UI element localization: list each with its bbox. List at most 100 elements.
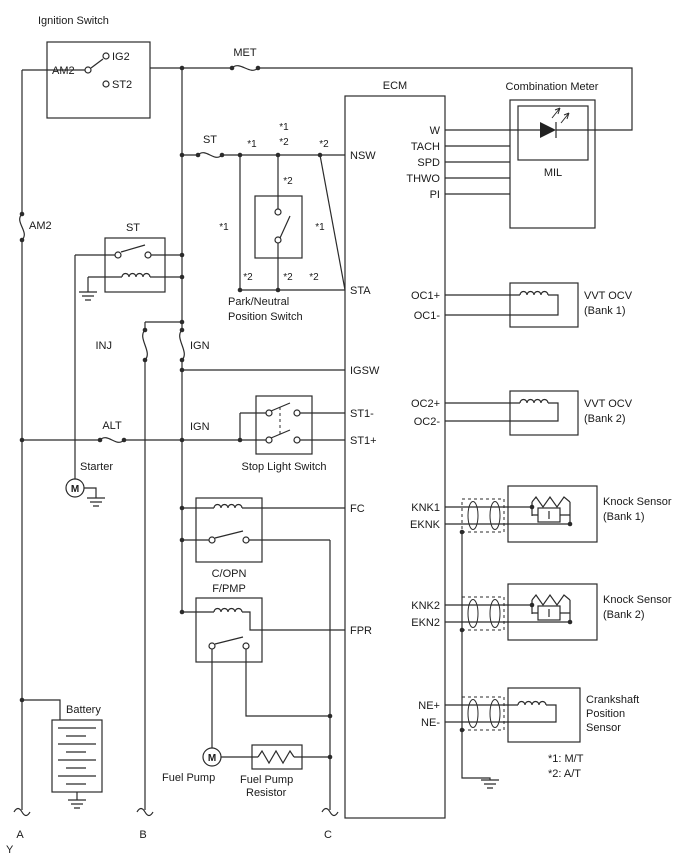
connector-a: A — [16, 829, 24, 841]
pin-st1-minus: ST1- — [350, 408, 374, 420]
pin-spd: SPD — [417, 157, 440, 169]
fuel-pump-label: Fuel Pump — [162, 772, 215, 784]
note-at: *2: A/T — [548, 768, 581, 780]
wire-copn-relay — [182, 507, 345, 541]
annot-star2: *2 — [309, 272, 319, 283]
terminal-ig2-label: IG2 — [112, 51, 130, 63]
ckp-label-3: Sensor — [586, 722, 621, 734]
labels: Ignition Switch AM2 IG2 ST2 MET ST AM2 I… — [6, 15, 672, 855]
connector-break-waves — [13, 807, 339, 817]
battery-plates — [58, 727, 96, 785]
wire-top-ignition-met — [21, 67, 633, 810]
ckp-label-2: Position — [586, 708, 625, 720]
annot-star2: *2 — [319, 139, 329, 150]
pin-knk1: KNK1 — [411, 502, 440, 514]
park-neutral-label-1: Park/Neutral — [228, 296, 289, 308]
fpmp-relay-label: F/PMP — [212, 583, 246, 595]
terminal-am2-label: AM2 — [52, 65, 75, 77]
pin-pi: PI — [430, 189, 440, 201]
fuse-st-label: ST — [203, 134, 217, 146]
annot-star2: *2 — [243, 272, 253, 283]
pin-fpr: FPR — [350, 625, 372, 637]
annot-star2: *2 — [279, 137, 289, 148]
ignition-st2-terminal — [102, 80, 110, 88]
stop-light-contact — [293, 436, 301, 444]
vvt-ocv2-bank: (Bank 2) — [584, 413, 626, 425]
annot-star1: *1 — [247, 139, 257, 150]
fpmp-contact — [242, 642, 250, 650]
symbols — [13, 65, 571, 817]
park-neutral-arm — [277, 196, 291, 258]
annot-star1: *1 — [279, 122, 289, 133]
pin-ne-minus: NE- — [421, 717, 440, 729]
mil-led-arrows — [551, 107, 570, 124]
wire-st-nsw-sta — [182, 154, 346, 291]
wire-shield-ground — [461, 532, 491, 780]
stop-light-switch-box — [255, 395, 313, 455]
ignition-am2-terminal — [84, 66, 92, 74]
annot-star2: *2 — [283, 176, 293, 187]
annot-star1: *1 — [315, 222, 325, 233]
battery-box — [51, 719, 103, 793]
ignition-switch-arm — [90, 58, 104, 69]
copn-contact — [242, 536, 250, 544]
fuse-inj-label: INJ — [96, 340, 113, 352]
fuse-alt-label: ALT — [102, 420, 122, 432]
mil-led-triangle — [540, 122, 556, 138]
annot-star1: *1 — [219, 222, 229, 233]
pin-st1-plus: ST1+ — [350, 435, 377, 447]
vvt-ocv1-label: VVT OCV — [584, 290, 633, 302]
mil-label: MIL — [544, 167, 562, 179]
component-boxes — [46, 41, 598, 819]
shield-connector-oval — [489, 699, 501, 728]
park-neutral-label-2: Position Switch — [228, 311, 303, 323]
terminal-st2-label: ST2 — [112, 79, 132, 91]
pin-knk2: KNK2 — [411, 600, 440, 612]
vvt-ocv-bank2-box — [509, 390, 579, 436]
wire-inj-ign-igsw — [144, 321, 345, 810]
junction-dots — [19, 65, 573, 760]
mil-box — [517, 105, 589, 161]
copn-contact — [208, 536, 216, 544]
fuse-met-label: MET — [233, 47, 257, 59]
coil-symbols — [121, 272, 549, 706]
connector-y: Y — [6, 844, 14, 855]
knock2-label: Knock Sensor — [603, 594, 672, 606]
stop-light-switch-label: Stop Light Switch — [242, 461, 327, 473]
connector-c: C — [324, 829, 332, 841]
wire-fuel-pump-resistor — [221, 540, 331, 810]
wire-st-relay-starter — [74, 244, 182, 498]
pin-ekn2: EKN2 — [411, 617, 440, 629]
wire-ign-label: IGN — [190, 421, 210, 433]
combination-meter-title: Combination Meter — [506, 81, 599, 93]
pin-ne-plus: NE+ — [418, 700, 440, 712]
pin-tach: TACH — [411, 141, 440, 153]
copn-relay-label: C/OPN — [212, 568, 247, 580]
fpmp-contact — [208, 642, 216, 650]
st-relay-contact — [144, 251, 152, 259]
fuel-pump-resistor-label-1: Fuel Pump — [240, 774, 293, 786]
connector-b: B — [139, 829, 146, 841]
wire-ocv-internal — [510, 294, 559, 422]
wire-battery — [22, 699, 78, 800]
knock1-bank: (Bank 1) — [603, 511, 645, 523]
pin-igsw: IGSW — [350, 365, 380, 377]
vvt-ocv1-bank: (Bank 1) — [584, 305, 626, 317]
shield-connector-oval — [489, 599, 501, 628]
vvt-ocv2-label: VVT OCV — [584, 398, 633, 410]
shield-connector-oval — [467, 699, 479, 728]
ignition-switch-title: Ignition Switch — [38, 15, 109, 27]
fuse-symbols — [19, 65, 259, 443]
wire-fpmp-relay — [182, 611, 345, 748]
note-mt: *1: M/T — [548, 753, 584, 765]
ecm-title: ECM — [383, 80, 407, 92]
pin-w: W — [430, 125, 441, 137]
stop-light-contact — [293, 409, 301, 417]
starter-label: Starter — [80, 461, 113, 473]
starter-motor-m: M — [71, 484, 79, 495]
pin-oc1-plus: OC1+ — [411, 290, 440, 302]
park-neutral-contact — [274, 208, 282, 216]
fuse-ign-label: IGN — [190, 340, 210, 352]
